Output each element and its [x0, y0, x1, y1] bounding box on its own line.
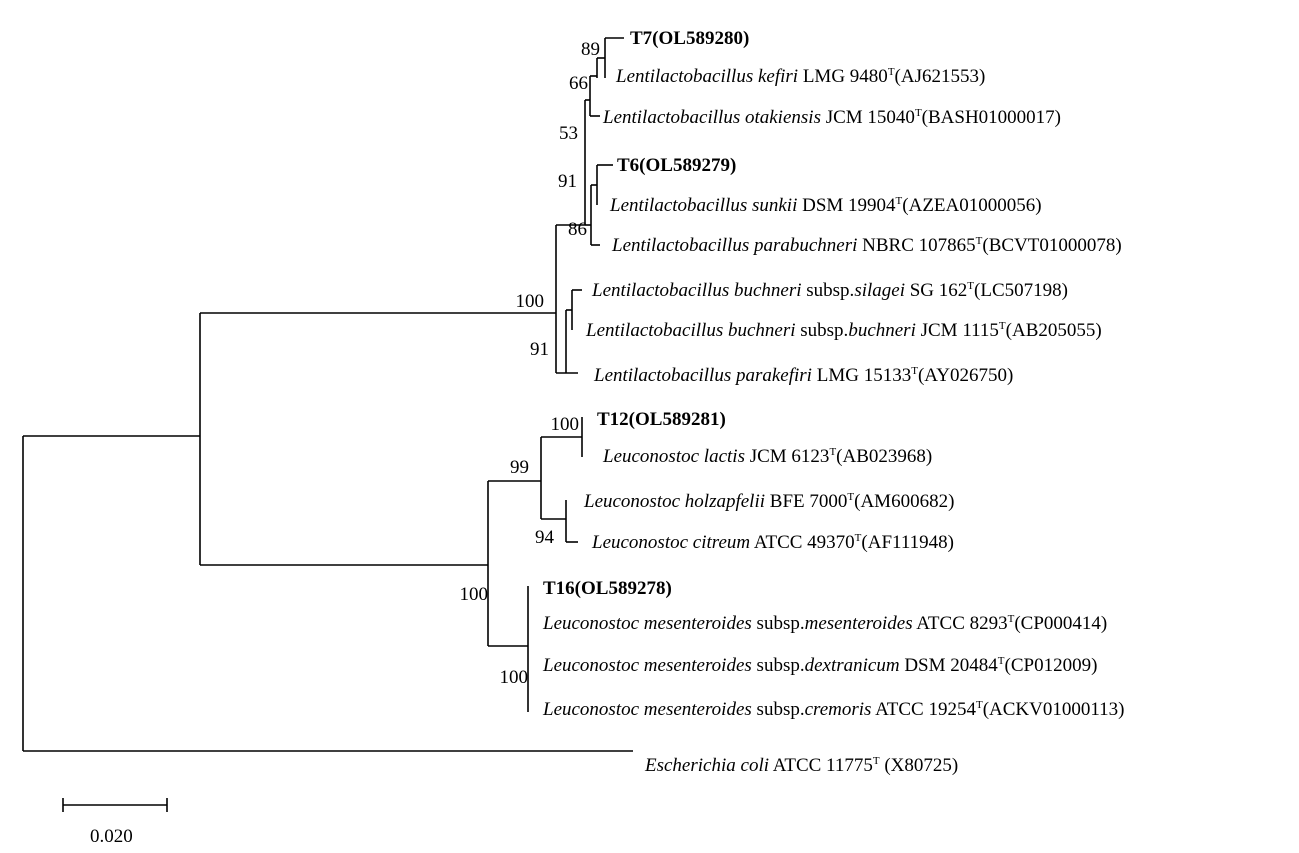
bootstrap-value: 89: [581, 39, 600, 60]
taxon-label-citreum: Leuconostoc citreum ATCC 49370T(AF111948…: [592, 532, 954, 553]
taxon-label-t16: T16(OL589278): [543, 578, 672, 599]
bootstrap-value: 94: [535, 527, 554, 548]
bootstrap-value: 53: [559, 123, 578, 144]
bootstrap-value: 91: [558, 171, 577, 192]
taxon-label-holzapfelii: Leuconostoc holzapfelii BFE 7000T(AM6006…: [584, 491, 955, 512]
taxon-label-kefiri: Lentilactobacillus kefiri LMG 9480T(AJ62…: [616, 66, 986, 87]
taxon-label-cremoris: Leuconostoc mesenteroides subsp.cremoris…: [543, 699, 1125, 720]
taxon-label-dextranicum: Leuconostoc mesenteroides subsp.dextrani…: [543, 655, 1098, 676]
taxon-label-silagei: Lentilactobacillus buchneri subsp.silage…: [592, 280, 1068, 301]
bootstrap-value: 99: [510, 457, 529, 478]
taxon-label-parakefiri: Lentilactobacillus parakefiri LMG 15133T…: [594, 365, 1014, 386]
taxon-label-t6: T6(OL589279): [617, 155, 737, 176]
scale-bar-label: 0.020: [90, 826, 133, 847]
taxon-label-sunkii: Lentilactobacillus sunkii DSM 19904T(AZE…: [610, 195, 1042, 216]
bootstrap-value: 66: [569, 73, 588, 94]
bootstrap-value: 100: [459, 584, 489, 605]
taxon-label-mesenteroides: Leuconostoc mesenteroides subsp.mesenter…: [543, 613, 1108, 634]
bootstrap-value: 100: [499, 667, 529, 688]
bootstrap-value: 100: [515, 291, 545, 312]
taxon-label-lactis: Leuconostoc lactis JCM 6123T(AB023968): [603, 446, 933, 467]
taxon-label-ecoli: Escherichia coli ATCC 11775T (X80725): [645, 755, 959, 776]
taxon-label-t12: T12(OL589281): [597, 409, 726, 430]
bootstrap-value: 91: [530, 339, 549, 360]
taxon-label-otakiensis: Lentilactobacillus otakiensis JCM 15040T…: [603, 107, 1062, 128]
bootstrap-value: 86: [568, 219, 587, 240]
taxon-label-buchneri: Lentilactobacillus buchneri subsp.buchne…: [586, 320, 1102, 341]
bootstrap-value: 100: [550, 414, 580, 435]
taxon-label-parabuchneri: Lentilactobacillus parabuchneri NBRC 107…: [612, 235, 1122, 256]
taxon-label-t7: T7(OL589280): [630, 28, 750, 49]
